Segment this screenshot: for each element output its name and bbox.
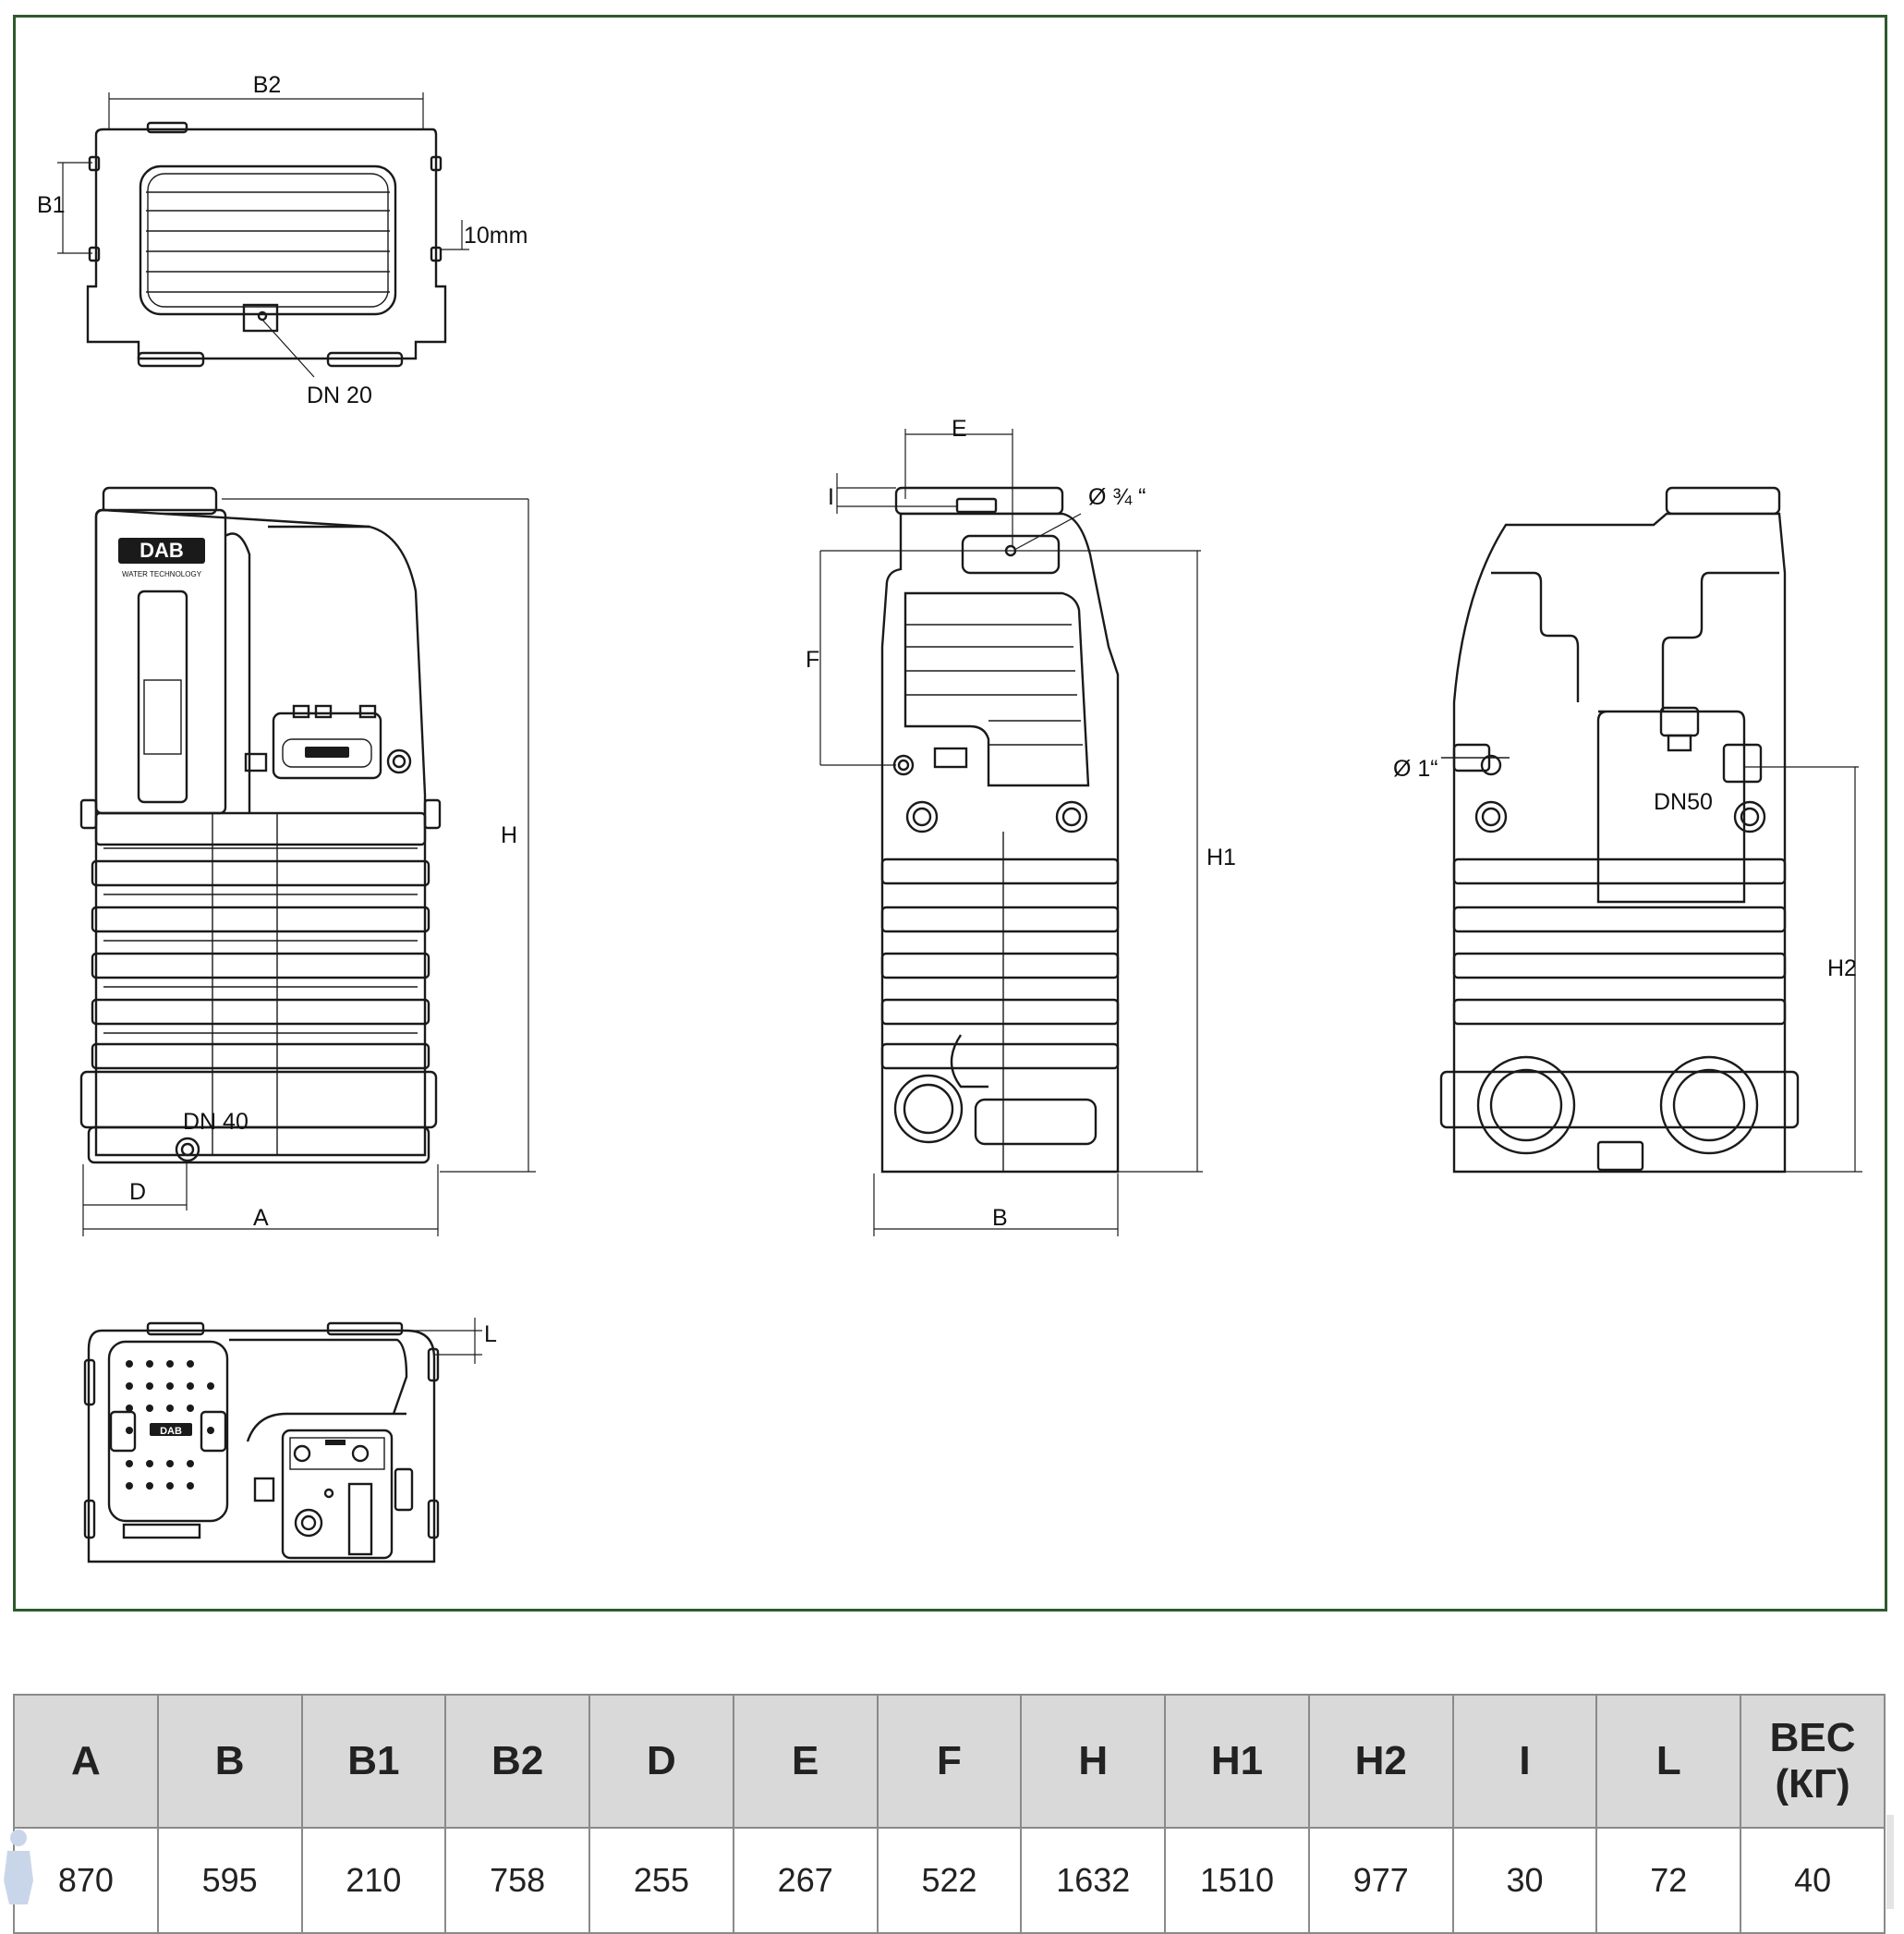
- table-cell: 30: [1451, 1827, 1598, 1934]
- dim-label-b1: B1: [37, 192, 66, 218]
- back-view: Ø 1“ DN50 H2: [1393, 486, 1862, 1174]
- dim-label-b2-top: B2: [253, 72, 282, 98]
- dab-logo-bg: [118, 538, 205, 564]
- table-header: H2: [1307, 1694, 1454, 1829]
- table-header: H: [1020, 1694, 1167, 1829]
- table-cell: 255: [588, 1827, 734, 1934]
- label-fitting-three-quarter: Ø ¾ “: [1088, 484, 1146, 510]
- dim-label-l: L: [484, 1321, 497, 1347]
- table-header: E: [732, 1694, 879, 1829]
- table-header: B2: [444, 1694, 591, 1829]
- watermark-figure-icon: [4, 1830, 33, 1904]
- dab-logo: DAB: [139, 539, 184, 562]
- label-fitting-one-inch: Ø 1“: [1393, 756, 1438, 782]
- table-header: H1: [1164, 1694, 1310, 1829]
- table-header-row: A B B1 B2 D E F H H1 H2 I L ВЕС (КГ): [13, 1694, 1886, 1829]
- dim-label-e: E: [952, 416, 967, 442]
- table-cell: 72: [1595, 1827, 1742, 1934]
- table-header: I: [1451, 1694, 1598, 1829]
- drawing-frame: B2 B1 10mm DN 20 DAB WATER TECHNOLOGY: [13, 15, 1887, 1612]
- table-cell: 40: [1740, 1827, 1886, 1934]
- table-values-row: 870 595 210 758 255 267 522 1632 1510 97…: [13, 1827, 1886, 1934]
- table-cell: 522: [876, 1827, 1023, 1934]
- dim-label-h: H: [501, 822, 517, 848]
- watermark-text-icon: [1886, 1815, 1894, 1909]
- table-header: F: [876, 1694, 1023, 1829]
- dim-label-10mm: 10mm: [464, 223, 528, 249]
- bottom-view: DAB L: [83, 1318, 497, 1563]
- label-dn40: DN 40: [183, 1109, 249, 1135]
- label-dn50: DN50: [1654, 789, 1713, 815]
- weight-unit: (КГ): [1775, 1761, 1850, 1806]
- table-header: A: [13, 1694, 159, 1829]
- top-view: B2 B1 10mm DN 20: [37, 72, 528, 408]
- side-view: E I F H1 B Ø ¾ “: [806, 416, 1236, 1236]
- table-cell: 870: [13, 1827, 159, 1934]
- table-header: B1: [300, 1694, 447, 1829]
- table-cell: 977: [1307, 1827, 1454, 1934]
- table-cell: 210: [300, 1827, 447, 1934]
- dim-label-h1: H1: [1207, 845, 1236, 870]
- dim-label-h2: H2: [1827, 955, 1857, 981]
- table-cell: 267: [732, 1827, 879, 1934]
- table-header-weight: ВЕС (КГ): [1740, 1694, 1886, 1829]
- dim-label-a: A: [253, 1205, 269, 1231]
- dim-label-f: F: [806, 647, 819, 673]
- table-cell: 758: [444, 1827, 591, 1934]
- dim-label-i: I: [828, 484, 834, 510]
- table-header: L: [1595, 1694, 1742, 1829]
- technical-drawing: B2 B1 10mm DN 20 DAB WATER TECHNOLOGY: [37, 72, 1862, 1563]
- dim-label-d: D: [129, 1179, 146, 1205]
- dim-label-b: B: [992, 1205, 1008, 1231]
- front-view: DAB WATER TECHNOLOGY: [79, 486, 536, 1236]
- dab-logo-bottom: DAB: [160, 1426, 182, 1437]
- weight-label: ВЕС: [1769, 1715, 1856, 1760]
- table-cell: 595: [156, 1827, 303, 1934]
- dimensions-table: A B B1 B2 D E F H H1 H2 I L ВЕС (КГ) 870…: [13, 1694, 1886, 1934]
- table-header: B: [156, 1694, 303, 1829]
- dab-logo-sub: WATER TECHNOLOGY: [122, 570, 202, 578]
- label-dn20: DN 20: [307, 383, 372, 408]
- table-header: D: [588, 1694, 734, 1829]
- table-cell: 1632: [1020, 1827, 1167, 1934]
- table-cell: 1510: [1164, 1827, 1310, 1934]
